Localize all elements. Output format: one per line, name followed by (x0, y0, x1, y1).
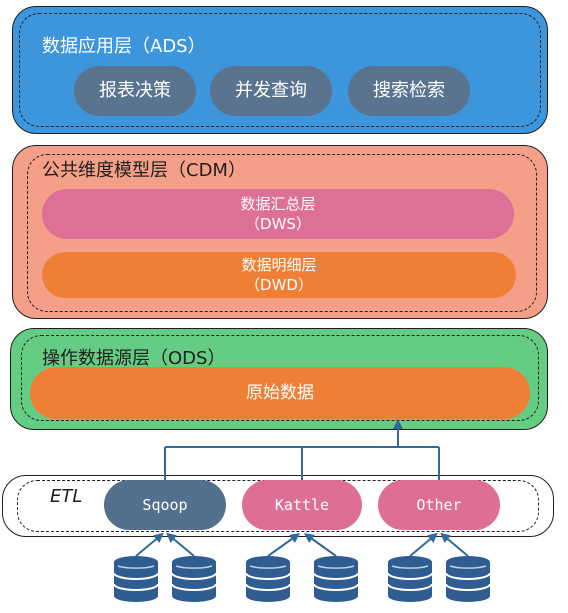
cdm-title: 公共维度模型层（CDM） (42, 160, 246, 181)
etl-title: ETL (50, 486, 83, 507)
database-icon-2 (171, 555, 217, 603)
dwd-name: 数据明细层 (241, 256, 317, 274)
ads-item-search-label: 搜索检索 (373, 80, 445, 101)
ads-item-query-label: 并发查询 (235, 80, 307, 101)
ads-item-report: 报表决策 (74, 66, 196, 116)
etl-tool-other-label: Other (416, 496, 462, 514)
ads-item-search: 搜索检索 (348, 66, 470, 116)
dwd-layer-pill: 数据明细层 （DWD） (42, 252, 516, 298)
ods-raw-data-pill: 原始数据 (30, 367, 530, 419)
database-icon-3 (245, 555, 291, 603)
etl-tool-kattle: Kattle (242, 480, 362, 530)
etl-tool-sqoop-label: Sqoop (142, 496, 188, 514)
ods-raw-data-label: 原始数据 (246, 383, 314, 403)
dws-layer-pill: 数据汇总层 （DWS） (42, 189, 514, 239)
ads-item-report-label: 报表决策 (99, 80, 171, 101)
cdm-inner-frame (27, 154, 537, 312)
database-icon-5 (387, 555, 433, 603)
ods-title: 操作数据源层（ODS） (42, 348, 226, 369)
etl-to-ods-arrow (164, 419, 440, 480)
dws-code: （DWS） (245, 215, 311, 233)
ads-title: 数据应用层（ADS） (42, 36, 206, 57)
db-to-other-arrows (409, 532, 469, 557)
ads-inner-frame (19, 13, 541, 127)
database-icon-1 (113, 555, 159, 603)
dws-name: 数据汇总层 (240, 195, 316, 213)
etl-tool-kattle-label: Kattle (274, 496, 330, 514)
database-icon-6 (445, 555, 491, 603)
etl-tool-other: Other (378, 480, 500, 530)
db-to-kattle-arrows (267, 533, 337, 557)
etl-tool-sqoop: Sqoop (104, 480, 226, 530)
dwd-code: （DWD） (245, 276, 313, 294)
database-icon-4 (313, 555, 359, 603)
ods-inner-frame (21, 335, 539, 421)
db-to-sqoop-arrows (135, 532, 195, 557)
ads-item-query: 并发查询 (210, 66, 332, 116)
